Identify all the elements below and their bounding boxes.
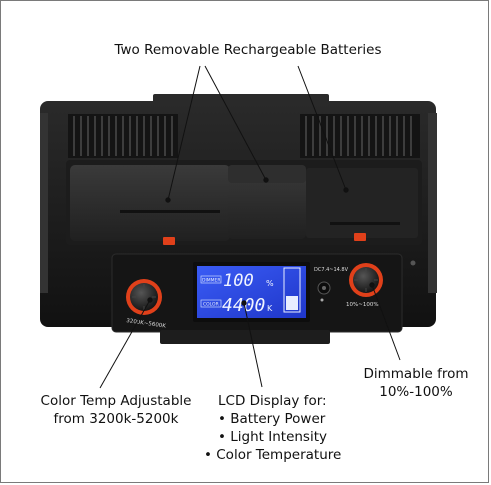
left-knob-label: 3200K~5600K: [126, 318, 167, 330]
color-temp-callout-line-1: Color Temp Adjustable: [40, 393, 192, 409]
battery-release-tab-left: [163, 237, 175, 245]
lcd-callout-item: • Light Intensity: [218, 429, 327, 445]
lcd-dimmer-value: 100: [223, 271, 254, 291]
lcd-display: DIMMER 100 % COLOR 4400 K: [193, 262, 310, 322]
lcd-dimmer-label: DIMMER: [202, 278, 221, 284]
color-temp-knob[interactable]: [126, 279, 162, 315]
right-vent-grille: [300, 114, 420, 158]
indicator-dot: [410, 260, 416, 266]
dc-input-jack[interactable]: [317, 281, 331, 295]
dimmer-knob[interactable]: [349, 263, 383, 297]
lcd-callout-item: • Color Temperature: [204, 447, 342, 463]
lcd-color-label: COLOR: [203, 302, 219, 308]
lcd-callout-item: • Battery Power: [218, 411, 326, 427]
left-vent-grille: [68, 114, 178, 158]
lcd-callout-heading: LCD Display for:: [218, 393, 327, 409]
color-temp-callout: Color Temp Adjustable from 3200k-5200k: [16, 392, 216, 428]
battery-release-tab-right: [354, 233, 366, 241]
top-handle: [153, 94, 329, 106]
bottom-mount: [160, 330, 330, 344]
lcd-callout: LCD Display for: • Battery Power • Light…: [196, 392, 346, 464]
lcd-color-unit: K: [267, 304, 273, 313]
indicator-dot: [320, 298, 324, 302]
lcd-dimmer-unit: %: [266, 279, 274, 288]
right-knob-label: 10%~100%: [346, 302, 379, 308]
dimmable-callout-line-1: Dimmable from: [363, 366, 469, 382]
color-temp-callout-line-2: from 3200k-5200k: [53, 411, 179, 427]
dimmable-callout: Dimmable from 10%-100%: [356, 365, 476, 401]
callout-lines: [99, 65, 401, 389]
empty-battery-slot: [306, 168, 418, 238]
dc-input-label: DC7.4~14.8V: [314, 267, 349, 273]
lcd-battery-gauge-icon: [283, 267, 301, 313]
batteries-callout-text: Two Removable Rechargeable Batteries: [114, 42, 382, 58]
left-bracket: [40, 113, 48, 293]
battery-right: [228, 165, 306, 239]
dimmable-callout-line-2: 10%-100%: [379, 384, 453, 400]
batteries-callout: Two Removable Rechargeable Batteries: [88, 41, 408, 59]
battery-left: [70, 165, 230, 241]
right-bracket: [428, 113, 437, 293]
